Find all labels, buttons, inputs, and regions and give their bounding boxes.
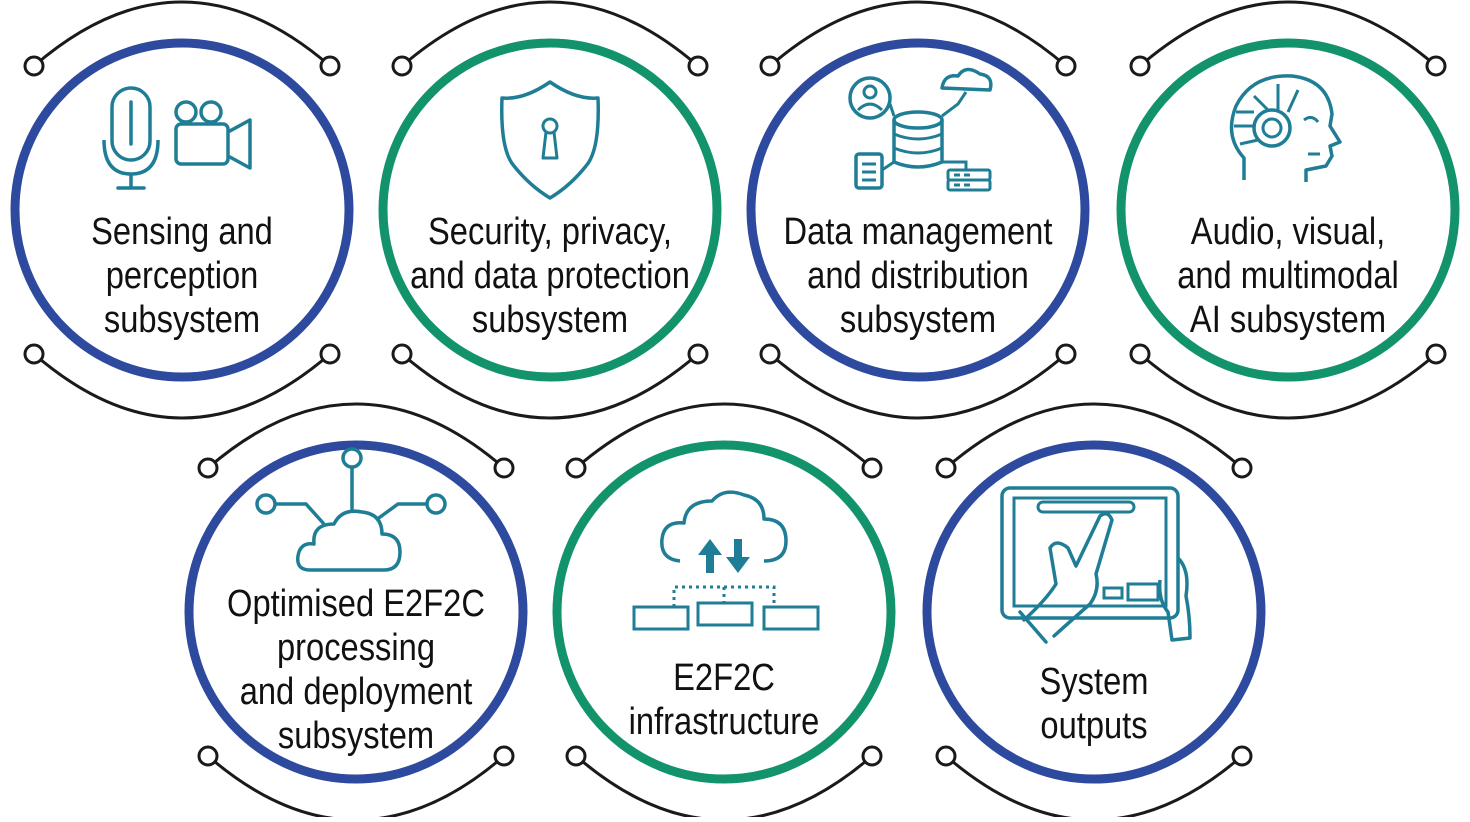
ai-head-icon xyxy=(1229,74,1342,182)
label-line: outputs xyxy=(1040,705,1148,747)
ring-blue xyxy=(746,38,1090,382)
ring-green xyxy=(552,440,896,784)
label-line: Audio, visual, xyxy=(1190,211,1386,253)
connector-node xyxy=(391,55,413,77)
label-line: subsystem xyxy=(103,299,261,341)
connector-node xyxy=(319,343,341,365)
top-connector-arc xyxy=(769,0,1067,68)
top-connector-arc xyxy=(207,402,505,470)
node-infrastructure xyxy=(552,402,896,822)
label-line: infrastructure xyxy=(628,701,820,743)
label-line: subsystem xyxy=(277,715,435,757)
label-line: System xyxy=(1039,661,1149,703)
label-line: and deployment xyxy=(239,671,473,713)
label-line: and data protection xyxy=(410,255,690,297)
label-line: and distribution xyxy=(807,255,1029,297)
ring-green xyxy=(378,38,722,382)
label-line: subsystem xyxy=(839,299,997,341)
connector-node xyxy=(1425,343,1447,365)
bottom-connector-arc xyxy=(769,352,1067,420)
node-processing xyxy=(184,402,528,822)
cloud-network-icon xyxy=(255,447,447,572)
shield-lock-icon xyxy=(500,80,600,200)
connector-node xyxy=(197,457,219,479)
microphone-and-camera-icon xyxy=(102,86,252,190)
connector-node xyxy=(319,55,341,77)
top-connector-arc xyxy=(1139,0,1437,68)
connector-node xyxy=(1129,55,1151,77)
ring-blue xyxy=(10,38,354,382)
bottom-connector-arc xyxy=(33,352,331,420)
connector-node xyxy=(1055,55,1077,77)
top-connector-arc xyxy=(575,402,873,470)
connector-node xyxy=(391,343,413,365)
connector-node xyxy=(565,745,587,767)
label-line: perception xyxy=(105,255,259,297)
label-line: Optimised E2F2C xyxy=(227,583,485,625)
connector-node xyxy=(687,343,709,365)
connector-node xyxy=(861,745,883,767)
label-line: E2F2C xyxy=(673,657,775,699)
database-network-icon xyxy=(848,67,993,192)
label-line: AI subsystem xyxy=(1189,299,1387,341)
label-line: and multimodal xyxy=(1177,255,1399,297)
connector-node xyxy=(1129,343,1151,365)
tablet-touch-icon xyxy=(1000,486,1192,644)
ring-blue xyxy=(184,440,528,784)
label-line: subsystem xyxy=(471,299,629,341)
connector-node xyxy=(493,745,515,767)
top-connector-arc xyxy=(33,0,331,68)
connector-node xyxy=(1231,457,1253,479)
top-connector-arc xyxy=(401,0,699,68)
node-data xyxy=(746,0,1090,420)
connector-node xyxy=(759,343,781,365)
label-line: Security, privacy, xyxy=(428,211,672,253)
node-security xyxy=(378,0,722,420)
connector-node xyxy=(1425,55,1447,77)
connector-node xyxy=(935,457,957,479)
node-outputs xyxy=(922,402,1266,822)
bottom-connector-arc xyxy=(401,352,699,420)
label-line: Sensing and xyxy=(91,211,273,253)
bottom-connector-arc xyxy=(1139,352,1437,420)
top-connector-arc xyxy=(945,402,1243,470)
connector-node xyxy=(493,457,515,479)
connector-node xyxy=(1231,745,1253,767)
label-line: processing xyxy=(276,627,436,669)
connector-node xyxy=(759,55,781,77)
connector-node xyxy=(23,343,45,365)
cloud-sync-hierarchy-icon xyxy=(632,490,820,631)
node-sensing xyxy=(10,0,354,420)
connector-node xyxy=(861,457,883,479)
connector-node xyxy=(687,55,709,77)
ring-green xyxy=(1116,38,1460,382)
node-ai xyxy=(1116,0,1460,420)
connector-node xyxy=(197,745,219,767)
connector-node xyxy=(935,745,957,767)
connector-node xyxy=(23,55,45,77)
label-line: Data management xyxy=(783,211,1053,253)
connector-node xyxy=(565,457,587,479)
connector-node xyxy=(1055,343,1077,365)
